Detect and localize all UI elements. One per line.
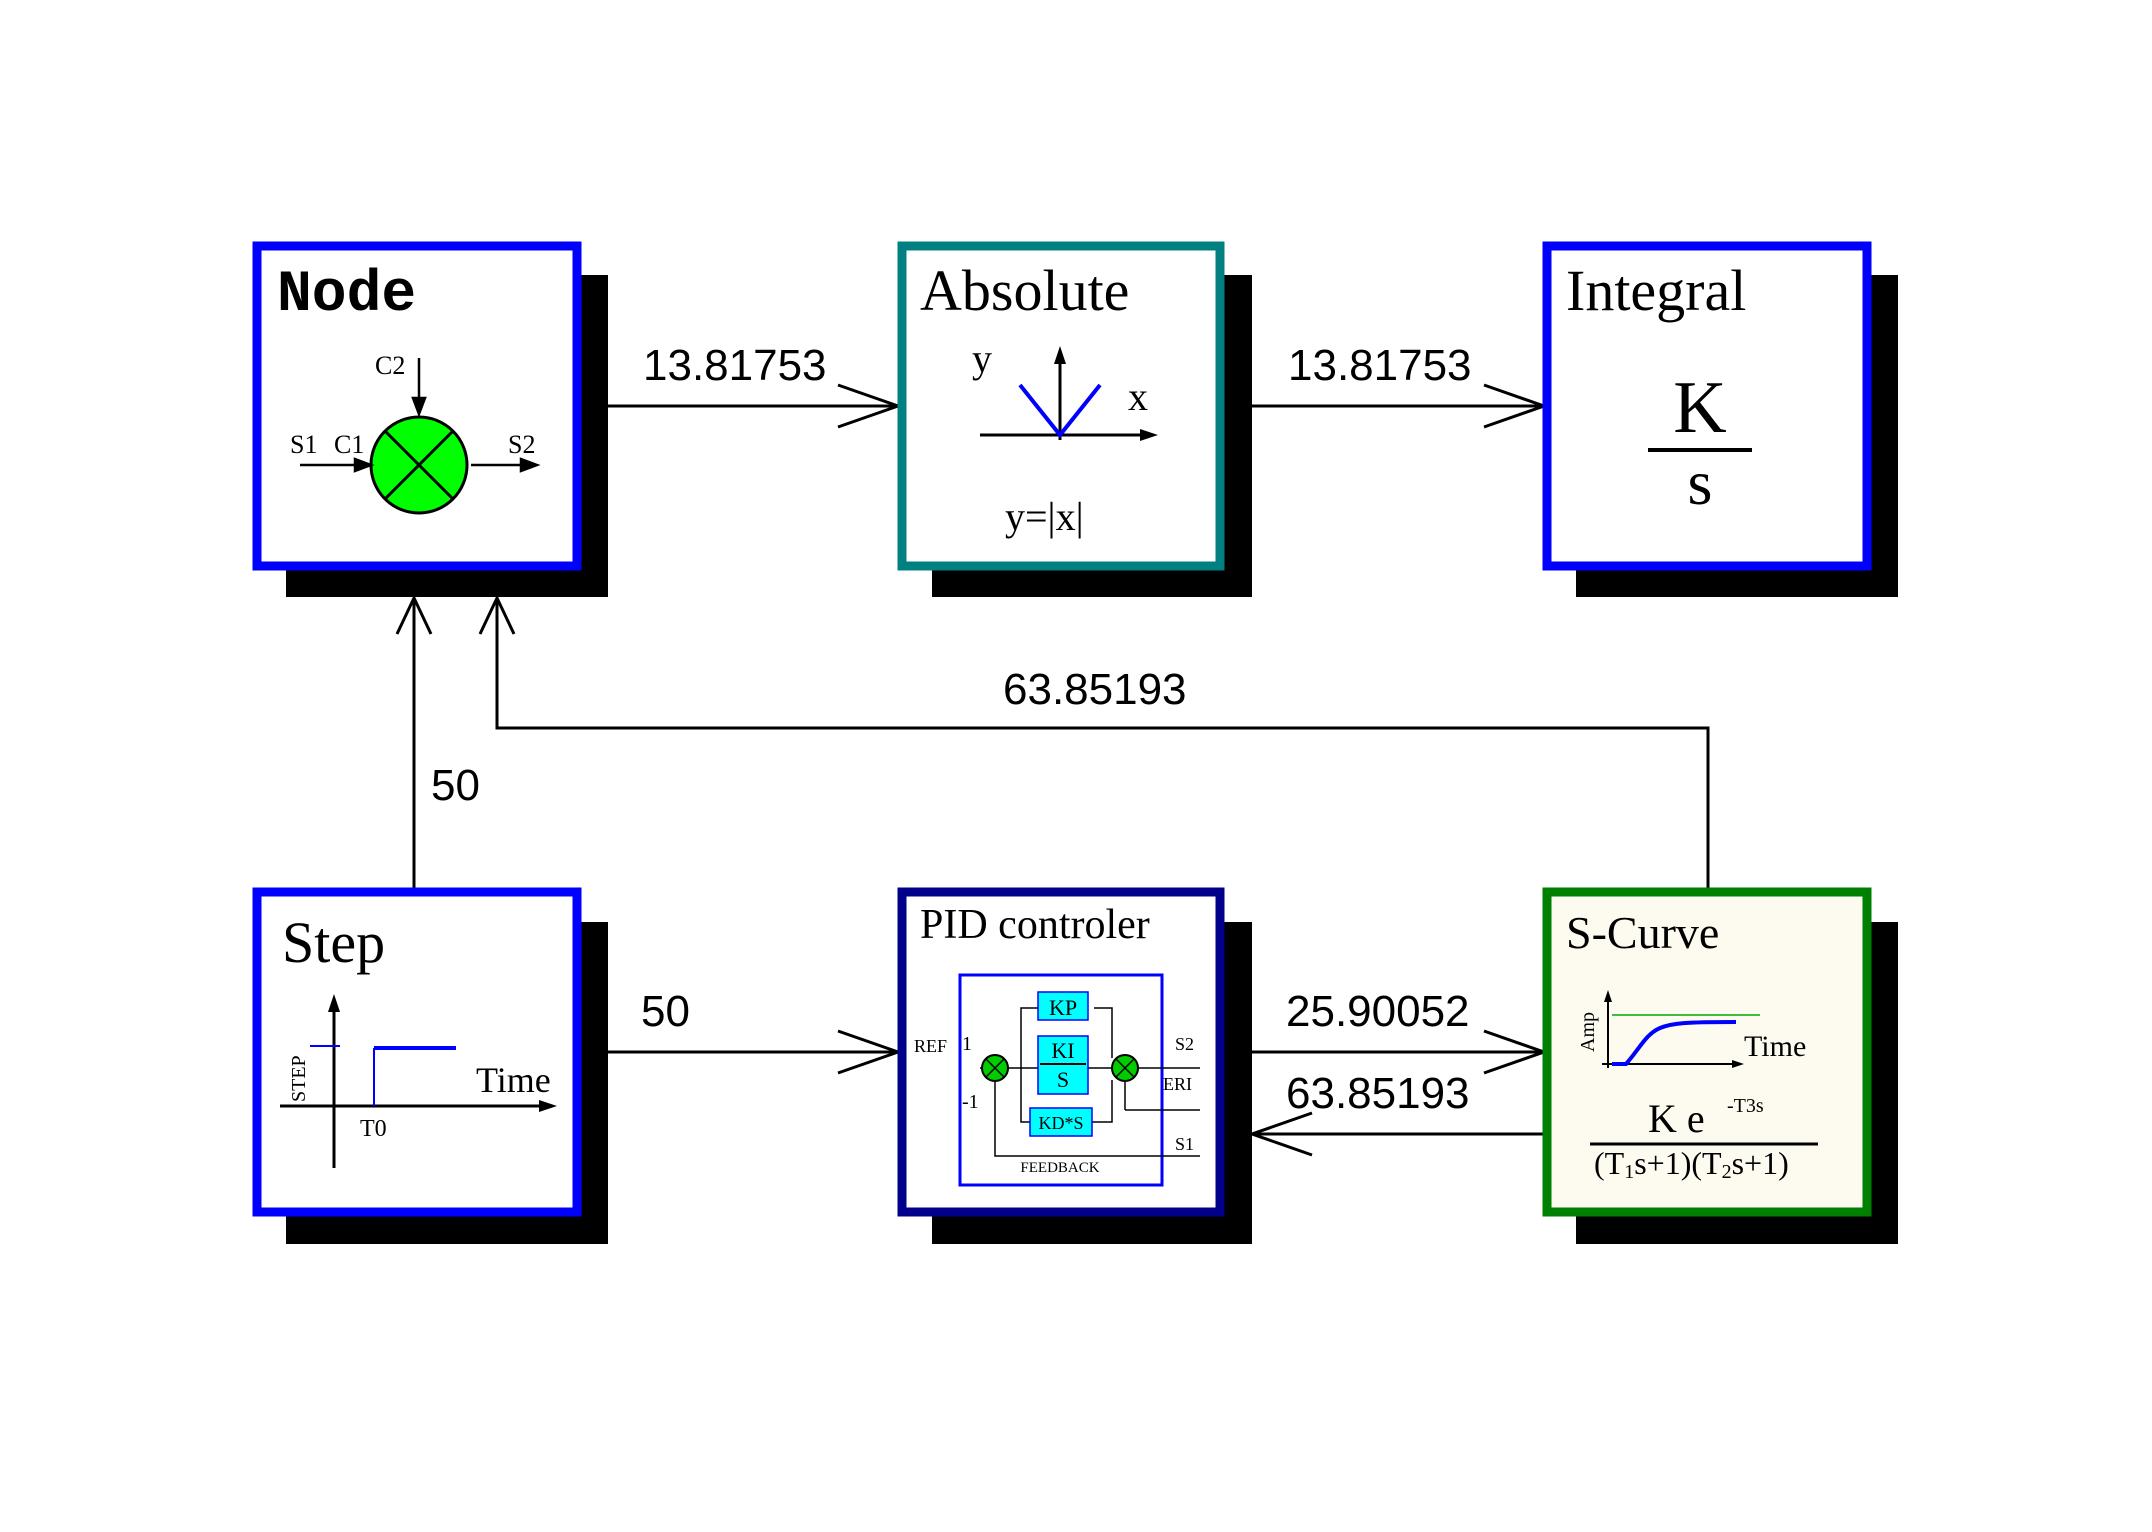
port-s1-label: S1 — [290, 430, 317, 459]
summing-junction-icon — [369, 415, 469, 515]
axis-x-label: Time — [1744, 1030, 1806, 1063]
block-title: Absolute — [920, 258, 1129, 323]
pid-kd-label: KD*S — [1038, 1113, 1083, 1133]
pid-internal-diagram — [958, 973, 1200, 1187]
tf-numerator-exponent: -T3s — [1727, 1095, 1764, 1117]
wire-step-to-node[interactable] — [395, 594, 433, 888]
block-title: PID controler — [920, 902, 1150, 948]
wire-pid-to-scurve[interactable] — [1252, 1029, 1549, 1075]
block-frame — [1542, 887, 1872, 1217]
axis-x-label: x — [1128, 374, 1148, 419]
block-scurve[interactable]: S-Curve Amp Time K e -T3s (T1s+1)(T2s+1) — [1542, 887, 1898, 1244]
block-pid[interactable]: PID controler — [897, 887, 1252, 1244]
signal-step-to-pid: 50 — [641, 987, 690, 1036]
pid-ref-label: REF — [914, 1036, 947, 1056]
wire-absolute-to-integral[interactable] — [1252, 383, 1549, 429]
signal-labels: 13.81753 13.81753 63.85193 50 50 25.9005… — [431, 341, 1472, 1118]
axis-y-label: STEP — [288, 1055, 310, 1102]
pid-feedback-label: FEEDBACK — [1020, 1160, 1099, 1176]
signal-pid-to-scurve: 25.90052 — [1286, 987, 1470, 1036]
axis-x-label: Time — [476, 1060, 551, 1100]
pid-minus-one-label: -1 — [962, 1091, 979, 1113]
block-integral[interactable]: Integral K s — [1542, 241, 1898, 597]
port-c2-label: C2 — [375, 351, 405, 380]
wire-feedback-to-node[interactable] — [478, 594, 1710, 888]
s-curve-plot-icon — [1602, 990, 1760, 1068]
wire-scurve-to-pid[interactable] — [1247, 1111, 1544, 1157]
block-title: Node — [277, 263, 416, 328]
block-title: Integral — [1566, 258, 1746, 323]
signal-absolute-to-integral: 13.81753 — [1288, 341, 1472, 390]
block-frame — [252, 887, 582, 1217]
block-step[interactable]: Step STEP Time T0 — [252, 887, 608, 1244]
integral-denominator: s — [1688, 447, 1713, 518]
pid-kp-label: KP — [1049, 995, 1077, 1020]
block-title: Step — [282, 910, 385, 975]
signal-feedback-to-node: 63.85193 — [1003, 665, 1187, 714]
wire-step-to-pid[interactable] — [608, 1029, 903, 1075]
block-node[interactable]: Node S1 C1 C2 S2 — [252, 241, 608, 597]
port-s2-label: S2 — [508, 430, 535, 459]
pid-ki-denominator: S — [1057, 1067, 1069, 1092]
wire-node-to-absolute[interactable] — [608, 383, 903, 429]
pid-plus-one-label: 1 — [962, 1033, 972, 1055]
transfer-function: K e -T3s (T1s+1)(T2s+1) — [1590, 1095, 1818, 1183]
formula-label: y=|x| — [1005, 494, 1084, 539]
signal-node-to-absolute: 13.81753 — [643, 341, 827, 390]
axis-y-label: Amp — [1577, 1012, 1599, 1052]
t0-label: T0 — [360, 1116, 387, 1142]
signal-step-to-node: 50 — [431, 761, 480, 810]
signal-scurve-to-pid: 63.85193 — [1286, 1069, 1470, 1118]
integral-numerator: K — [1673, 367, 1726, 449]
absolute-function-icon — [980, 346, 1158, 441]
axis-y-label: y — [972, 336, 992, 381]
port-c1-label: C1 — [334, 430, 364, 459]
pid-eri-label: ERI — [1163, 1074, 1192, 1094]
block-absolute[interactable]: Absolute y x y=|x| — [897, 241, 1252, 597]
pid-s1-label: S1 — [1175, 1134, 1194, 1154]
block-frame — [1542, 241, 1872, 571]
pid-s2-label: S2 — [1175, 1034, 1194, 1054]
tf-numerator: K e — [1648, 1096, 1705, 1141]
block-title: S-Curve — [1566, 907, 1719, 958]
pid-ki-label: KI — [1051, 1038, 1074, 1063]
tf-denominator: (T1s+1)(T2s+1) — [1594, 1145, 1789, 1183]
step-function-icon — [280, 994, 557, 1168]
